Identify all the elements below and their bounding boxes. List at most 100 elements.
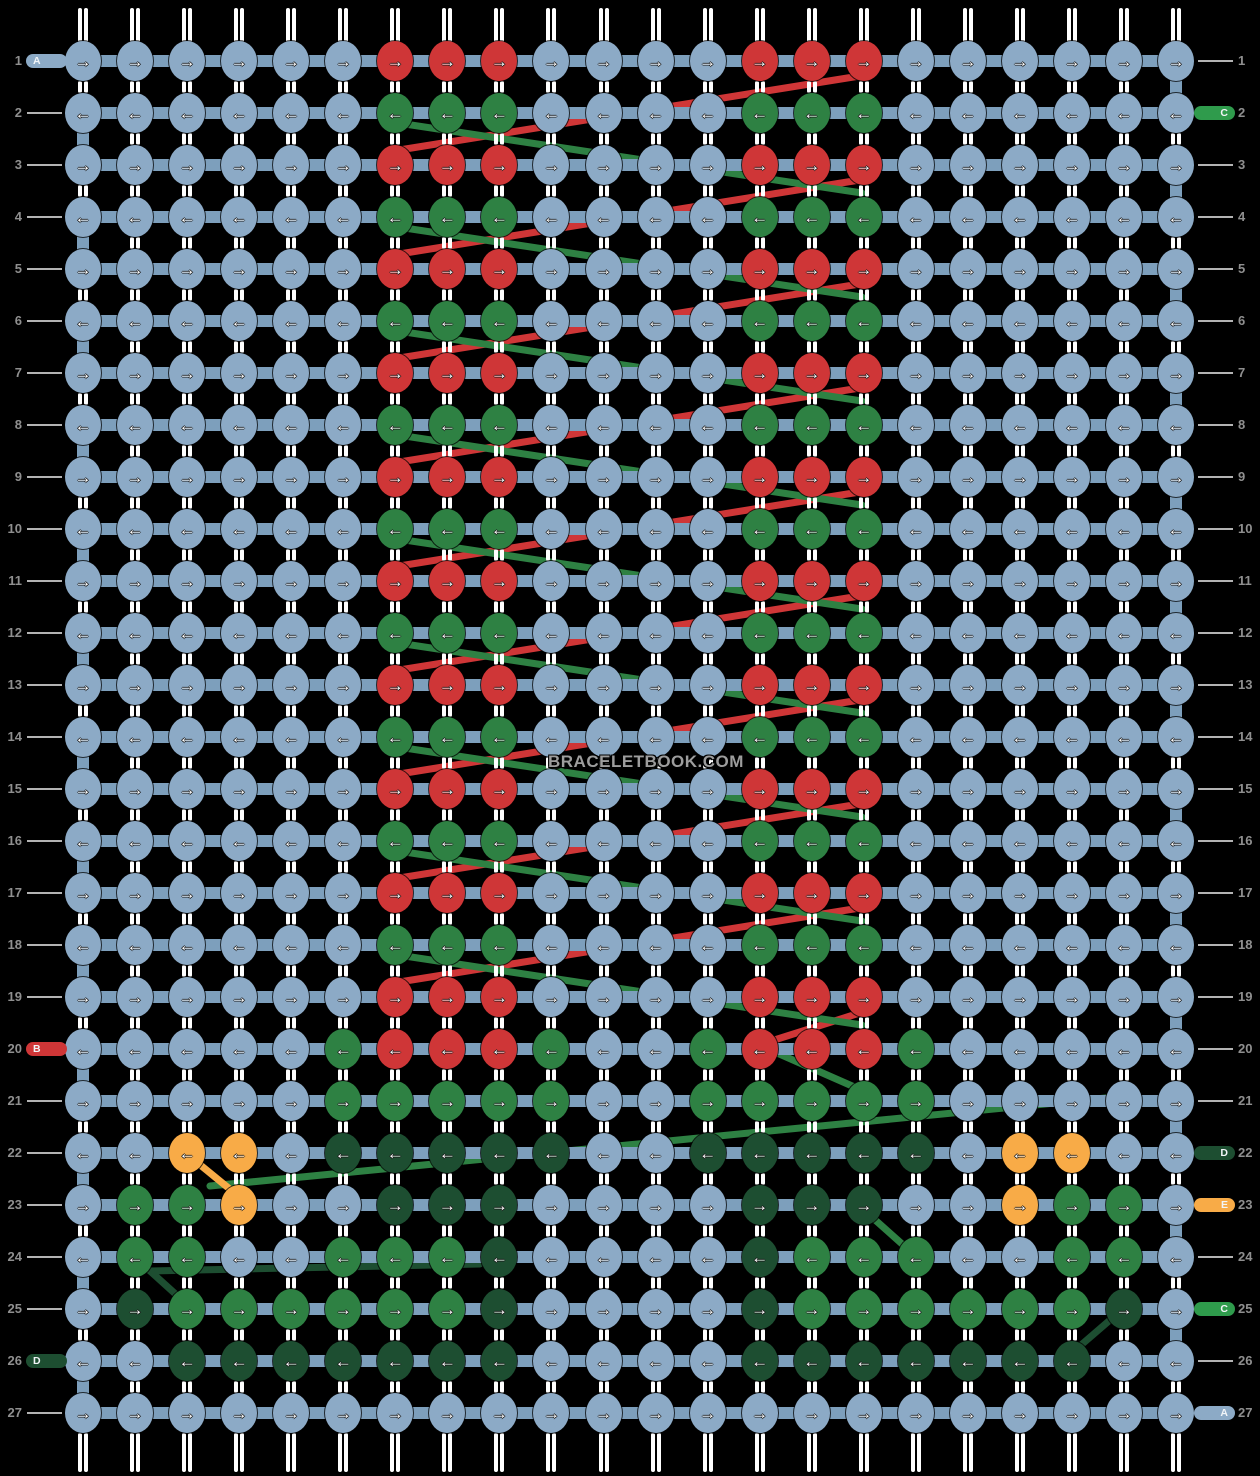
knot[interactable]: → bbox=[481, 561, 518, 601]
knot[interactable]: ← bbox=[585, 93, 622, 133]
knot[interactable]: ← bbox=[1158, 197, 1195, 237]
knot[interactable]: ← bbox=[377, 1237, 414, 1277]
knot[interactable]: → bbox=[1106, 665, 1142, 705]
knot[interactable]: → bbox=[845, 1289, 882, 1329]
knot[interactable]: → bbox=[1053, 1289, 1090, 1329]
knot[interactable]: ← bbox=[897, 1237, 934, 1277]
knot[interactable]: ← bbox=[793, 301, 830, 341]
knot[interactable]: → bbox=[169, 457, 206, 497]
knot[interactable]: ← bbox=[1053, 509, 1090, 549]
knot[interactable]: ← bbox=[637, 717, 674, 757]
knot[interactable]: → bbox=[585, 249, 622, 289]
knot[interactable]: ← bbox=[169, 509, 206, 549]
knot[interactable]: ← bbox=[845, 925, 882, 965]
knot[interactable]: → bbox=[429, 457, 466, 497]
knot[interactable]: ← bbox=[377, 613, 414, 653]
knot[interactable]: ← bbox=[1106, 197, 1142, 237]
knot[interactable]: ← bbox=[533, 925, 570, 965]
knot[interactable]: → bbox=[221, 1081, 258, 1121]
knot[interactable]: → bbox=[689, 665, 726, 705]
knot[interactable]: → bbox=[1053, 873, 1090, 913]
knot[interactable]: → bbox=[949, 977, 986, 1017]
knot[interactable]: → bbox=[1053, 145, 1090, 185]
knot[interactable]: → bbox=[273, 249, 310, 289]
knot[interactable]: ← bbox=[533, 1237, 570, 1277]
knot[interactable]: → bbox=[741, 561, 778, 601]
knot[interactable]: ← bbox=[689, 197, 726, 237]
knot[interactable]: ← bbox=[65, 1237, 101, 1277]
knot[interactable]: → bbox=[637, 1393, 674, 1433]
knot[interactable]: ← bbox=[585, 821, 622, 861]
knot[interactable]: ← bbox=[429, 1341, 466, 1381]
knot[interactable]: → bbox=[325, 873, 362, 913]
knot[interactable]: → bbox=[689, 977, 726, 1017]
knot[interactable]: ← bbox=[741, 405, 778, 445]
knot[interactable]: ← bbox=[221, 1133, 258, 1173]
knot[interactable]: → bbox=[741, 665, 778, 705]
knot[interactable]: → bbox=[117, 769, 154, 809]
knot[interactable]: ← bbox=[117, 925, 154, 965]
knot[interactable]: → bbox=[689, 1393, 726, 1433]
knot[interactable]: → bbox=[429, 1393, 466, 1433]
knot[interactable]: → bbox=[793, 1289, 830, 1329]
knot[interactable]: → bbox=[689, 249, 726, 289]
knot[interactable]: → bbox=[741, 1289, 778, 1329]
knot[interactable]: ← bbox=[1158, 1237, 1195, 1277]
knot[interactable]: ← bbox=[897, 93, 934, 133]
knot[interactable]: ← bbox=[273, 1133, 310, 1173]
knot[interactable]: ← bbox=[65, 509, 101, 549]
knot[interactable]: ← bbox=[845, 613, 882, 653]
knot[interactable]: → bbox=[169, 249, 206, 289]
knot[interactable]: ← bbox=[1001, 301, 1038, 341]
knot[interactable]: → bbox=[897, 769, 934, 809]
knot[interactable]: ← bbox=[1106, 1341, 1142, 1381]
knot[interactable]: ← bbox=[1001, 509, 1038, 549]
knot[interactable]: → bbox=[1158, 665, 1195, 705]
knot[interactable]: ← bbox=[325, 1133, 362, 1173]
knot[interactable]: ← bbox=[481, 1237, 518, 1277]
knot[interactable]: ← bbox=[949, 925, 986, 965]
knot[interactable]: ← bbox=[637, 405, 674, 445]
knot[interactable]: ← bbox=[1053, 925, 1090, 965]
knot[interactable]: → bbox=[1001, 561, 1038, 601]
knot[interactable]: → bbox=[117, 249, 154, 289]
knot[interactable]: ← bbox=[377, 1341, 414, 1381]
knot[interactable]: → bbox=[325, 249, 362, 289]
knot[interactable]: → bbox=[65, 769, 101, 809]
knot[interactable]: ← bbox=[377, 821, 414, 861]
knot[interactable]: ← bbox=[429, 925, 466, 965]
knot[interactable]: → bbox=[429, 561, 466, 601]
knot[interactable]: ← bbox=[169, 821, 206, 861]
knot[interactable]: ← bbox=[481, 509, 518, 549]
knot[interactable]: ← bbox=[793, 1237, 830, 1277]
knot[interactable]: → bbox=[169, 561, 206, 601]
knot[interactable]: ← bbox=[377, 197, 414, 237]
knot[interactable]: → bbox=[637, 41, 674, 81]
knot[interactable]: → bbox=[1053, 457, 1090, 497]
knot[interactable]: → bbox=[793, 41, 830, 81]
knot[interactable]: ← bbox=[845, 1237, 882, 1277]
knot[interactable]: → bbox=[169, 353, 206, 393]
knot[interactable]: → bbox=[325, 769, 362, 809]
knot[interactable]: → bbox=[377, 1289, 414, 1329]
knot[interactable]: → bbox=[533, 1289, 570, 1329]
knot[interactable]: → bbox=[533, 665, 570, 705]
knot[interactable]: ← bbox=[273, 197, 310, 237]
knot[interactable]: → bbox=[65, 873, 101, 913]
knot[interactable]: → bbox=[1053, 353, 1090, 393]
knot[interactable]: → bbox=[1001, 457, 1038, 497]
knot[interactable]: ← bbox=[65, 197, 101, 237]
knot[interactable]: → bbox=[481, 769, 518, 809]
knot[interactable]: → bbox=[429, 873, 466, 913]
knot[interactable]: ← bbox=[1106, 821, 1142, 861]
knot[interactable]: → bbox=[1053, 41, 1090, 81]
knot[interactable]: ← bbox=[65, 925, 101, 965]
knot[interactable]: ← bbox=[793, 925, 830, 965]
knot[interactable]: ← bbox=[533, 1133, 570, 1173]
knot[interactable]: → bbox=[117, 1393, 154, 1433]
knot[interactable]: ← bbox=[117, 717, 154, 757]
knot[interactable]: ← bbox=[949, 301, 986, 341]
knot[interactable]: ← bbox=[481, 1029, 518, 1069]
knot[interactable]: ← bbox=[65, 301, 101, 341]
knot[interactable]: ← bbox=[689, 925, 726, 965]
